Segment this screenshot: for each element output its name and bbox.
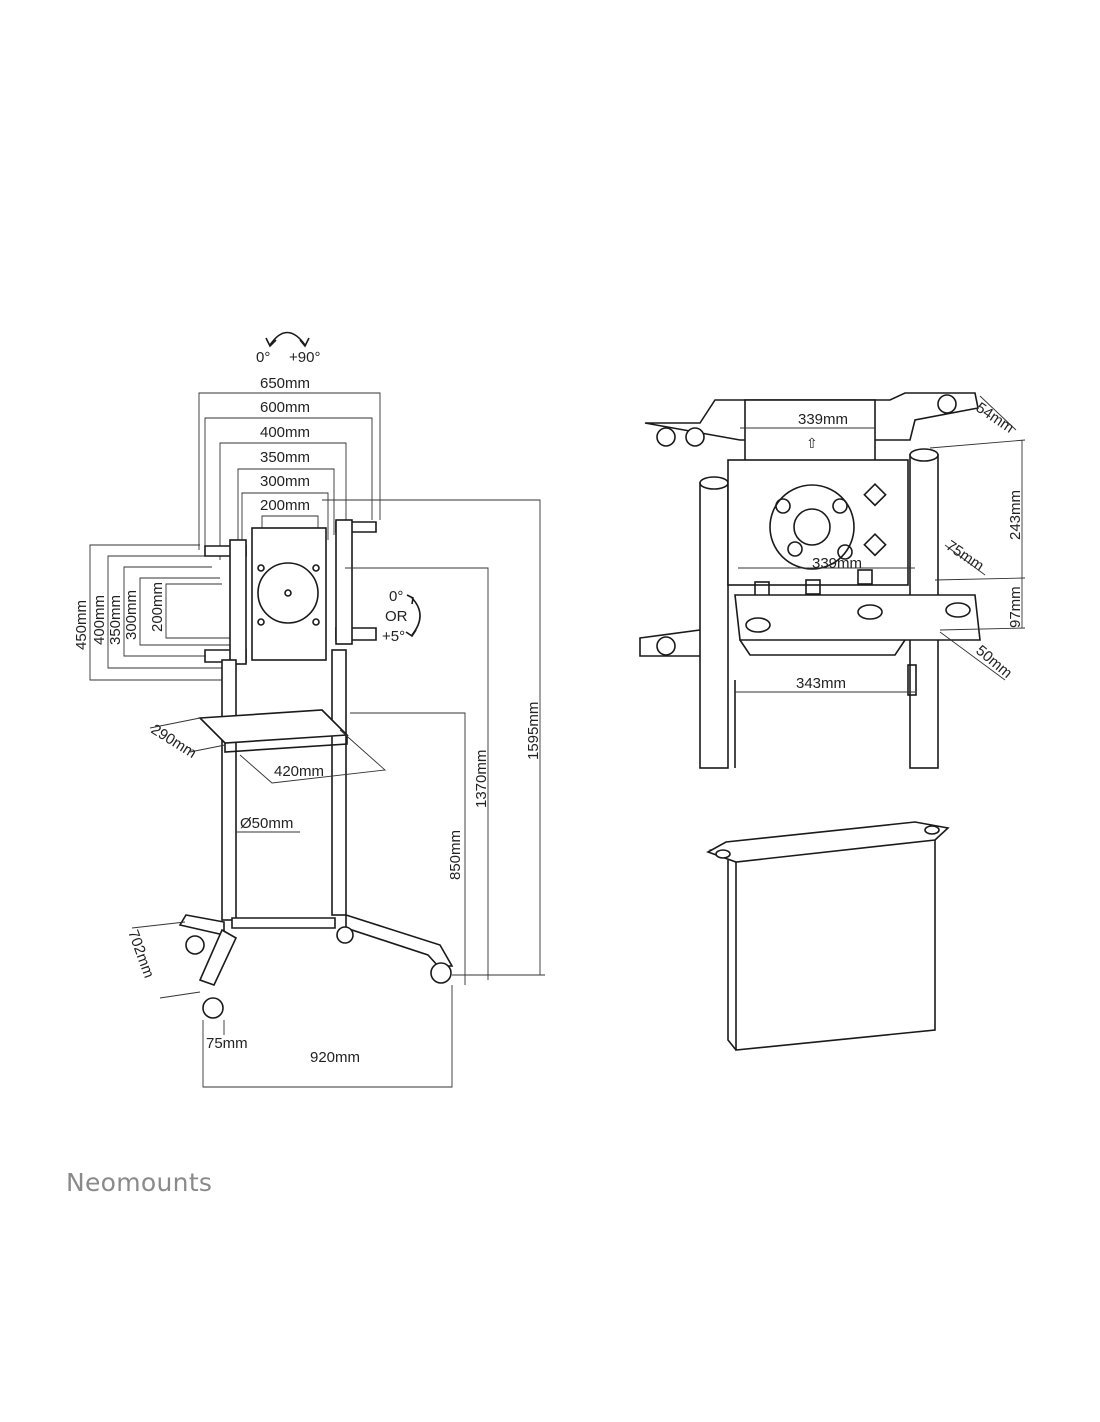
height-400-label: 400mm (91, 595, 108, 645)
detail-plate (727, 459, 909, 586)
lower-height-label: 97mm (1007, 586, 1024, 628)
height-200-label: 200mm (149, 582, 166, 632)
center-height-label: 1370mm (473, 750, 490, 808)
inner-width-label: 339mm (812, 555, 862, 572)
tilt-or-label: OR (385, 608, 408, 625)
height-450-label: 450mm (73, 600, 90, 650)
brand-logo: Neomounts (66, 1168, 213, 1197)
height-350-label: 350mm (107, 595, 124, 645)
tilt-end-label: +5° (382, 628, 405, 645)
pole-left (221, 659, 237, 921)
caster-label: 75mm (206, 1035, 248, 1052)
caster-icon (185, 935, 205, 955)
bracket-detail: 339mm ⇧ 339mm 243mm 97mm 54mm 75m (639, 392, 1026, 769)
pole-right (331, 649, 347, 916)
width-600-label: 600mm (260, 399, 310, 416)
pole-diameter-label: Ø50mm (240, 815, 293, 832)
cover-panel (706, 821, 950, 1051)
base-depth-label: 702mm (124, 928, 157, 981)
shelf-height-label: 850mm (447, 830, 464, 880)
tilt-start-label: 0° (389, 588, 403, 605)
mount-plate (251, 527, 327, 661)
width-350-label: 350mm (260, 449, 310, 466)
svg-text:⇧: ⇧ (806, 435, 818, 451)
rotate-arrow-icon (269, 331, 306, 346)
height-300-label: 300mm (123, 590, 140, 640)
top-width-label: 339mm (798, 411, 848, 428)
width-650-label: 650mm (260, 375, 310, 392)
rotation-start-label: 0° (256, 349, 270, 366)
stand-drawing: 0° +90° 650mm 600mm 400mm 350mm 300mm 20… (73, 331, 545, 1088)
total-height-label: 1595mm (525, 702, 542, 760)
width-400-label: 400mm (260, 424, 310, 441)
plate-height-label: 243mm (1007, 490, 1024, 540)
plate-offset-label: 75mm (943, 537, 987, 574)
width-300-label: 300mm (260, 473, 310, 490)
width-200-label: 200mm (260, 497, 310, 514)
rotation-end-label: +90° (289, 349, 320, 366)
shelf-depth-label: 290mm (148, 721, 199, 762)
base-width-label: 920mm (310, 1049, 360, 1066)
bottom-width-label: 343mm (796, 675, 846, 692)
lower-offset-label: 50mm (972, 642, 1015, 682)
top-offset-label: 54mm (973, 399, 1017, 436)
shelf-width-label: 420mm (274, 763, 324, 780)
